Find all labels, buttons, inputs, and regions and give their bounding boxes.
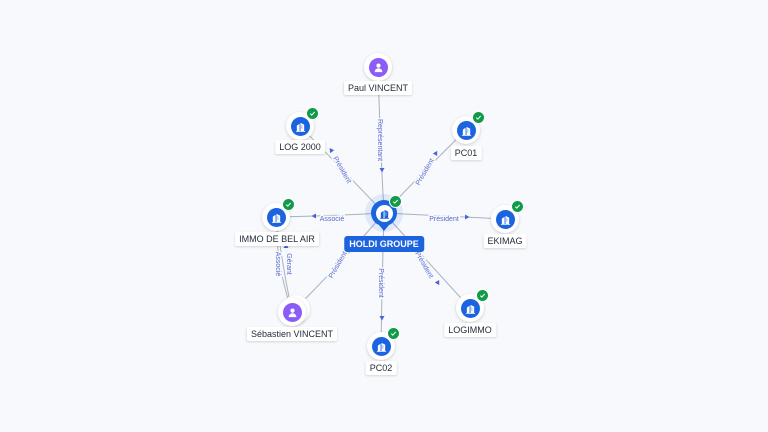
edge-arrow-icon — [379, 168, 385, 173]
edge-arrow-icon — [432, 150, 438, 156]
person-node[interactable] — [364, 53, 392, 81]
node-label[interactable]: PC02 — [365, 361, 397, 375]
center-halo — [365, 194, 403, 232]
node-circle — [491, 200, 524, 233]
verified-check-icon — [511, 200, 524, 213]
node-circle — [456, 289, 489, 322]
person-icon — [282, 302, 302, 322]
node-circle — [286, 107, 319, 140]
person-node[interactable] — [278, 295, 310, 326]
center-node-label[interactable]: HOLDI GROUPE — [344, 236, 424, 252]
location-pin-icon — [371, 195, 402, 231]
edge-label: Président — [331, 156, 352, 185]
edge-arrow-icon — [465, 214, 470, 220]
node-circle — [452, 111, 485, 144]
company-node[interactable] — [491, 200, 524, 233]
node-circle — [262, 198, 295, 231]
building-icon — [495, 209, 515, 229]
verified-check-icon — [472, 111, 485, 124]
edge-label: Associé — [274, 252, 281, 277]
company-node[interactable] — [262, 198, 295, 231]
node-label[interactable]: IMMO DE BEL AIR — [235, 232, 319, 246]
verified-check-icon — [282, 198, 295, 211]
company-node[interactable] — [452, 111, 485, 144]
edge-arrow-icon — [379, 316, 385, 321]
edge-label: Président — [377, 268, 384, 298]
node-circle — [364, 53, 392, 81]
edge-arrow-icon — [329, 147, 335, 154]
node-label[interactable]: Paul VINCENT — [343, 81, 413, 95]
edge-label: Président — [415, 158, 436, 187]
building-icon — [460, 298, 480, 318]
edge-label: Président — [429, 216, 459, 223]
edge-arrow-icon — [311, 213, 316, 219]
edge-arrow-icon — [434, 280, 440, 286]
building-icon — [375, 204, 393, 222]
edge-label: Associé — [320, 216, 345, 223]
node-label[interactable]: Sébastien VINCENT — [246, 327, 338, 341]
verified-check-icon — [476, 289, 489, 302]
verified-check-icon — [306, 107, 319, 120]
node-label[interactable]: LOGIMMO — [444, 323, 496, 337]
edge-label: Gérant — [285, 253, 292, 274]
node-label[interactable]: EKIMAG — [483, 234, 527, 248]
edge-label: Représentant — [376, 119, 383, 161]
edge-label: Président — [328, 251, 349, 280]
node-circle — [278, 298, 306, 326]
company-node[interactable] — [286, 107, 319, 140]
company-node[interactable] — [456, 289, 489, 322]
verified-check-icon — [389, 195, 402, 208]
building-icon — [266, 207, 286, 227]
node-circle — [367, 327, 400, 360]
person-icon — [368, 57, 388, 77]
building-icon — [456, 120, 476, 140]
building-icon — [371, 336, 391, 356]
company-node[interactable] — [367, 327, 400, 360]
building-icon — [290, 116, 310, 136]
node-label[interactable]: LOG 2000 — [275, 140, 325, 154]
center-node[interactable] — [365, 194, 403, 232]
verified-check-icon — [387, 327, 400, 340]
node-label[interactable]: PC01 — [450, 146, 482, 160]
